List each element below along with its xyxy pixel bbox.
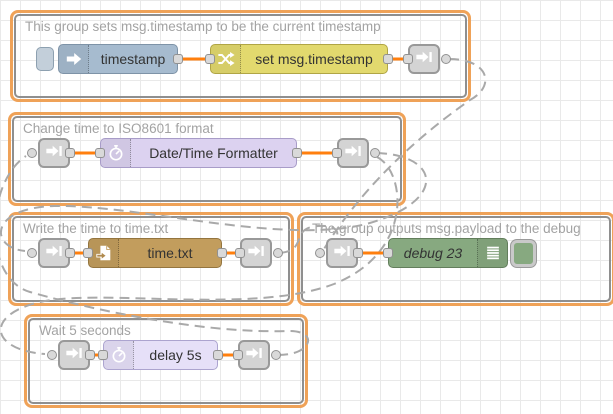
debug-list-icon <box>477 239 507 267</box>
group-iso8601[interactable]: Change time to ISO8601 format <box>8 112 406 206</box>
debug-toggle-button[interactable] <box>511 240 536 267</box>
link-wire[interactable] <box>323 58 487 250</box>
input-port[interactable] <box>205 54 215 64</box>
output-port[interactable] <box>292 148 302 158</box>
input-port[interactable] <box>332 148 342 158</box>
output-port[interactable] <box>65 148 75 158</box>
link-virtual-input-port[interactable] <box>27 148 37 158</box>
link-virtual-output-port[interactable] <box>441 54 451 64</box>
output-port[interactable] <box>85 350 95 360</box>
shuffle-icon <box>211 45 241 73</box>
link-in-node[interactable] <box>58 340 90 370</box>
link-wire[interactable] <box>0 152 427 252</box>
input-port[interactable] <box>403 54 413 64</box>
change-node[interactable]: set msg.timestamp <box>210 44 388 74</box>
datetime-formatter-node[interactable]: Date/Time Formatter <box>100 138 297 168</box>
input-port[interactable] <box>383 248 393 258</box>
file-out-node[interactable]: time.txt <box>88 238 222 268</box>
group-iso8601-inner: Change time to ISO8601 format <box>12 116 402 202</box>
link-in-icon <box>45 142 63 165</box>
link-virtual-input-port[interactable] <box>27 248 37 258</box>
input-port[interactable] <box>95 148 105 158</box>
group-wait-5s[interactable]: Wait 5 seconds <box>24 314 308 408</box>
file-out-icon <box>89 239 119 267</box>
file-out-node-label: time.txt <box>147 245 193 261</box>
link-wire[interactable] <box>0 155 309 356</box>
output-port[interactable] <box>65 248 75 258</box>
inject-arrow-icon <box>59 45 89 73</box>
group-title: Wait 5 seconds <box>39 323 131 338</box>
link-virtual-input-port[interactable] <box>315 248 325 258</box>
group-write-file-inner: Write the time to time.txt <box>12 216 290 302</box>
link-in-icon <box>45 242 63 265</box>
datetime-formatter-label: Date/Time Formatter <box>149 145 278 161</box>
link-in-node[interactable] <box>326 238 358 268</box>
timer-icon <box>101 139 131 167</box>
link-in-node[interactable] <box>38 238 70 268</box>
output-port[interactable] <box>353 248 363 258</box>
debug-node[interactable]: debug 23 <box>388 238 508 268</box>
input-port[interactable] <box>233 350 243 360</box>
group-set-timestamp[interactable]: This group sets msg.timestamp to be the … <box>10 10 471 102</box>
delay-node[interactable]: delay 5s <box>103 340 218 370</box>
link-out-icon <box>415 48 433 71</box>
inject-node-label: timestamp <box>100 51 166 67</box>
delay-node-label: delay 5s <box>149 347 202 363</box>
group-set-timestamp-inner: This group sets msg.timestamp to be the … <box>14 14 467 98</box>
input-port[interactable] <box>98 350 108 360</box>
link-in-icon <box>65 344 83 367</box>
inject-trigger-button[interactable] <box>36 47 54 71</box>
link-virtual-output-port[interactable] <box>370 148 380 158</box>
link-virtual-input-port[interactable] <box>47 350 57 360</box>
link-out-icon <box>245 344 263 367</box>
group-title: This group sets msg.timestamp to be the … <box>25 19 381 34</box>
link-virtual-output-port[interactable] <box>271 350 281 360</box>
input-port[interactable] <box>235 248 245 258</box>
link-wire[interactable] <box>0 156 399 355</box>
output-port[interactable] <box>173 54 183 64</box>
inject-node[interactable]: timestamp <box>58 44 178 74</box>
link-out-icon <box>344 142 362 165</box>
link-out-node[interactable] <box>240 238 272 268</box>
change-node-label: set msg.timestamp <box>255 51 373 67</box>
group-title: Change time to ISO8601 format <box>23 121 214 136</box>
output-port[interactable] <box>383 54 393 64</box>
timer-icon <box>104 341 134 369</box>
group-wait-5s-inner: Wait 5 seconds <box>28 318 304 404</box>
link-in-icon <box>333 242 351 265</box>
debug-node-label: debug 23 <box>403 245 463 261</box>
group-title: The group outputs msg.payload to the deb… <box>312 221 581 236</box>
link-out-node[interactable] <box>408 44 440 74</box>
link-virtual-output-port[interactable] <box>273 248 283 258</box>
output-port[interactable] <box>217 248 227 258</box>
input-port[interactable] <box>83 248 93 258</box>
output-port[interactable] <box>213 350 223 360</box>
group-title: Write the time to time.txt <box>23 221 169 236</box>
group-debug-output-inner: The group outputs msg.payload to the deb… <box>301 216 611 302</box>
link-out-icon <box>247 242 265 265</box>
